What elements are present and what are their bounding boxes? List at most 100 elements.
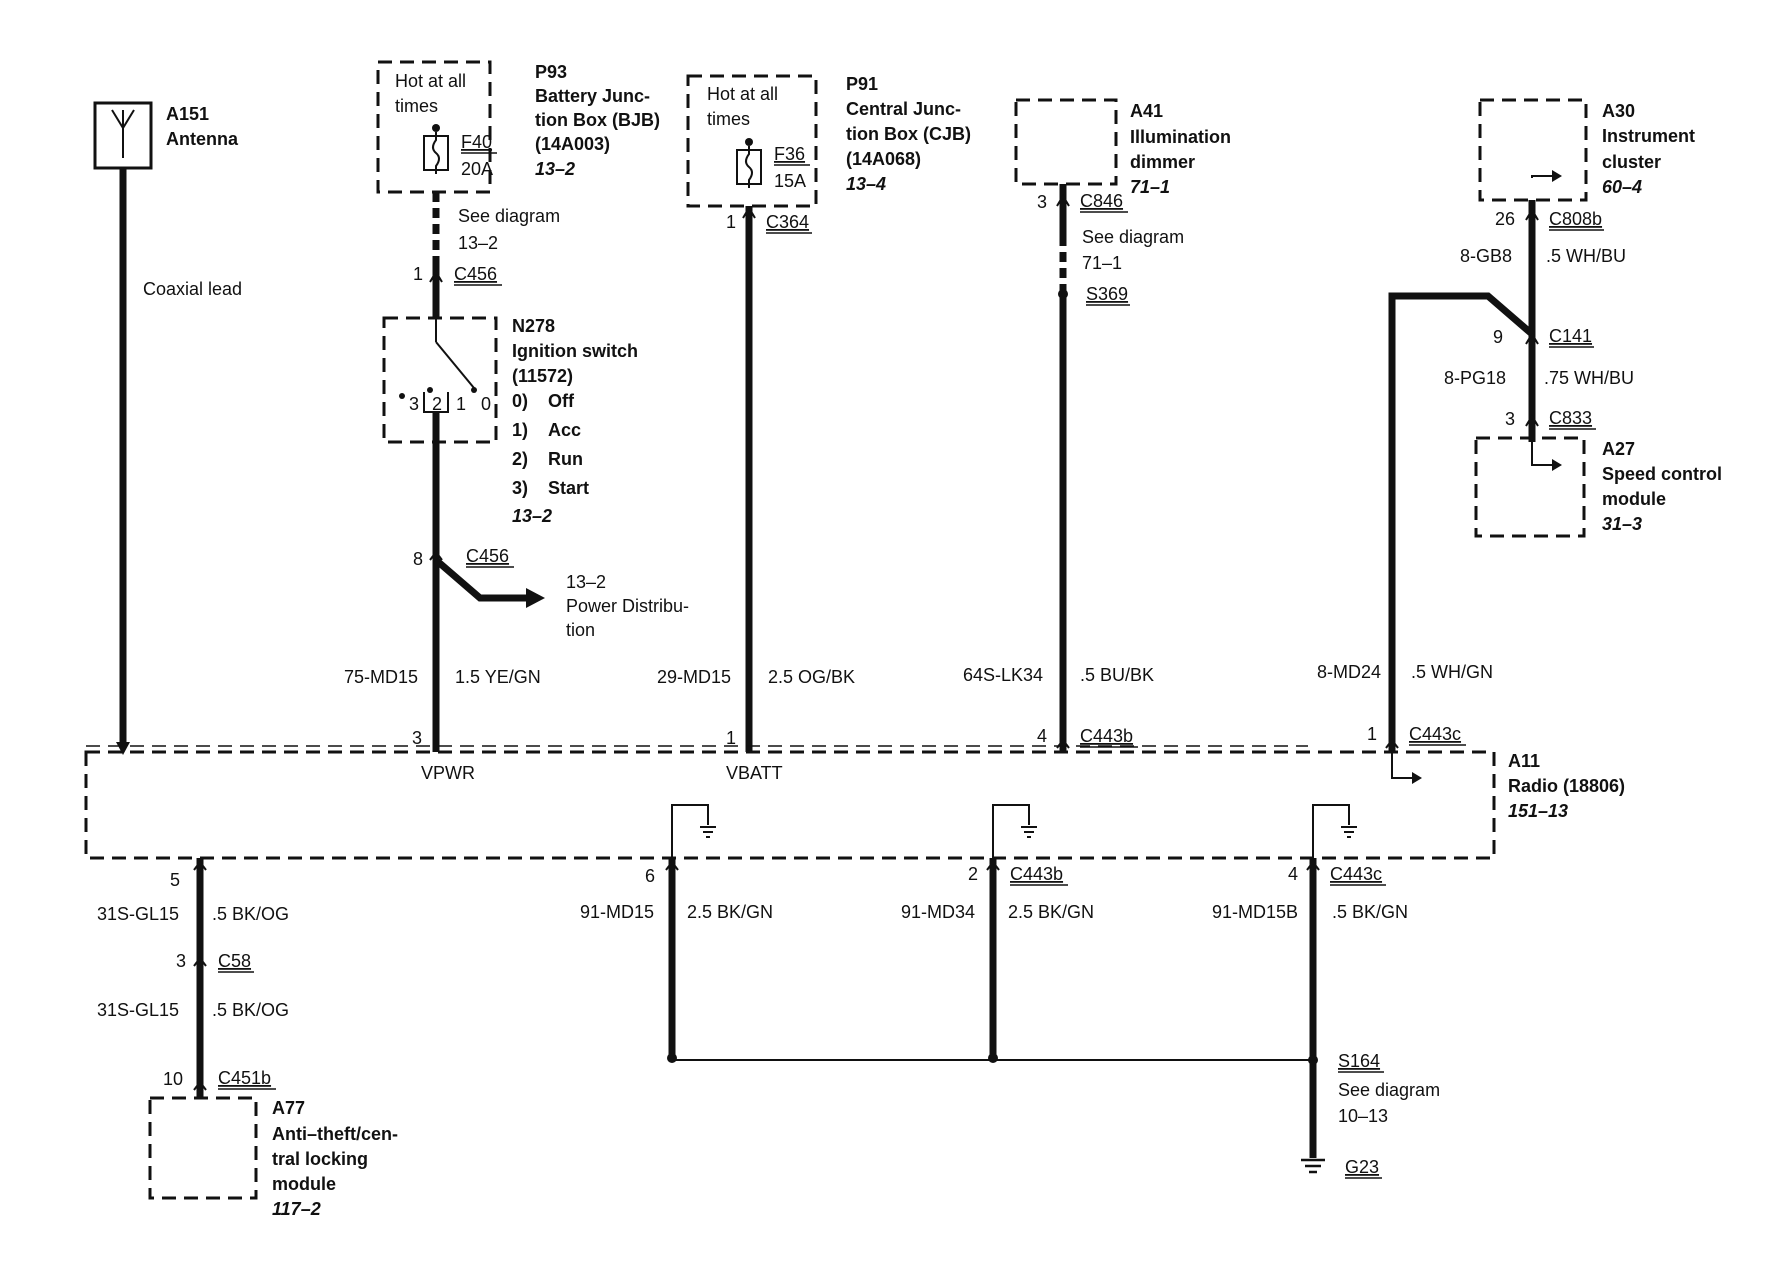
c808b-pin: 26 bbox=[1495, 209, 1515, 229]
a30-ref: 60–4 bbox=[1602, 177, 1642, 197]
c443b-pin-4: 4 bbox=[1037, 726, 1047, 746]
p91-part: (14A068) bbox=[846, 149, 921, 169]
p91-rating: 15A bbox=[774, 171, 806, 191]
a41-name-1: Illumination bbox=[1130, 127, 1231, 147]
c58-pin: 3 bbox=[176, 951, 186, 971]
a27-component: A27 Speed control module 31–3 bbox=[1474, 436, 1722, 538]
ign-pos-2: 2 bbox=[432, 394, 442, 414]
a30-circuit: 8-GB8 bbox=[1460, 246, 1512, 266]
p91-fuse: F36 bbox=[774, 144, 805, 164]
ign-pos-0: 0 bbox=[481, 394, 491, 414]
p91-component: Hot at all times F36 15A P91 Central Jun… bbox=[686, 74, 971, 208]
s164-splice: S164 bbox=[1338, 1051, 1380, 1071]
p93-rating: 20A bbox=[461, 159, 493, 179]
ignition-name: Ignition switch bbox=[512, 341, 638, 361]
c141-connector: C141 bbox=[1549, 326, 1592, 346]
c364-connector: C364 bbox=[766, 212, 809, 232]
s164-see-ref: 10–13 bbox=[1338, 1106, 1388, 1126]
vpwr-pin: 3 bbox=[412, 728, 422, 748]
w3-pin: 2 bbox=[968, 864, 978, 884]
c451b-pin: 10 bbox=[163, 1069, 183, 1089]
vbatt-color: 2.5 OG/BK bbox=[768, 667, 855, 687]
ignition-id: N278 bbox=[512, 316, 555, 336]
c443c-connector: C443c bbox=[1409, 724, 1461, 744]
dist-label: Power Distribu- bbox=[566, 596, 689, 616]
ign-acc-num: 1) bbox=[512, 420, 528, 440]
c846-connector: C846 bbox=[1080, 191, 1123, 211]
ign-off: Off bbox=[548, 391, 575, 411]
coaxial-lead-label: Coaxial lead bbox=[143, 279, 242, 299]
p93-fuse: F40 bbox=[461, 132, 492, 152]
a27-ref: 31–3 bbox=[1602, 514, 1642, 534]
p93-see-ref: 13–2 bbox=[458, 233, 498, 253]
w1-color-2: .5 BK/OG bbox=[212, 1000, 289, 1020]
c846-pin: 3 bbox=[1037, 192, 1047, 212]
p93-part: (14A003) bbox=[535, 134, 610, 154]
p91-name-1: Central Junc- bbox=[846, 99, 961, 119]
w1-color: .5 BK/OG bbox=[212, 904, 289, 924]
s164-see-diagram: See diagram bbox=[1338, 1080, 1440, 1100]
ignition-ref: 13–2 bbox=[512, 506, 552, 526]
w4-pin: 4 bbox=[1288, 864, 1298, 884]
vbatt-pin: 1 bbox=[726, 728, 736, 748]
s369-splice: S369 bbox=[1086, 284, 1128, 304]
ignition-part: (11572) bbox=[512, 366, 573, 386]
w4-circuit: 91-MD15B bbox=[1212, 902, 1298, 922]
p93-name-2: tion Box (BJB) bbox=[535, 110, 660, 130]
ign-off-num: 0) bbox=[512, 391, 528, 411]
a77-ref: 117–2 bbox=[272, 1199, 321, 1219]
radio-component: A11 Radio (18806) 151–13 bbox=[84, 745, 1625, 860]
w3-circuit: 91-MD34 bbox=[901, 902, 975, 922]
a41-circuit: 64S-LK34 bbox=[963, 665, 1043, 685]
p93-hot-label: Hot at all bbox=[395, 71, 466, 91]
ignition-switch-component: 3 2 1 0 N278 Ignition switch (11572) 0) … bbox=[382, 316, 638, 526]
a30-name-1: Instrument bbox=[1602, 126, 1695, 146]
c456-connector-8: C456 bbox=[466, 546, 509, 566]
p93-name-1: Battery Junc- bbox=[535, 86, 650, 106]
vpwr-color: 1.5 YE/GN bbox=[455, 667, 541, 687]
radio-color: .5 WH/GN bbox=[1411, 662, 1493, 682]
ign-run-num: 2) bbox=[512, 449, 528, 469]
a77-name-1: Anti–theft/cen- bbox=[272, 1124, 398, 1144]
c456-pin-8: 8 bbox=[413, 549, 423, 569]
s164-splice-icon bbox=[1308, 1055, 1318, 1065]
w1-pin: 5 bbox=[170, 870, 180, 890]
a30-circuit-2: 8-PG18 bbox=[1444, 368, 1506, 388]
w4-color: .5 BK/GN bbox=[1332, 902, 1408, 922]
a41-color: .5 BU/BK bbox=[1080, 665, 1154, 685]
radio-circuit: 8-MD24 bbox=[1317, 662, 1381, 682]
p93-hot-label-2: times bbox=[395, 96, 438, 116]
p93-see-diagram: See diagram bbox=[458, 206, 560, 226]
a41-see-diagram: See diagram bbox=[1082, 227, 1184, 247]
a41-id: A41 bbox=[1130, 101, 1163, 121]
p93-ref: 13–2 bbox=[535, 159, 575, 179]
a27-id: A27 bbox=[1602, 439, 1635, 459]
vbatt-circuit: 29-MD15 bbox=[657, 667, 731, 687]
a41-see-ref: 71–1 bbox=[1082, 253, 1122, 273]
c443c-pin-1: 1 bbox=[1367, 724, 1377, 744]
vpwr-label: VPWR bbox=[421, 763, 475, 783]
ign-run: Run bbox=[548, 449, 583, 469]
w2-pin: 6 bbox=[645, 866, 655, 886]
w3-color: 2.5 BK/GN bbox=[1008, 902, 1094, 922]
p91-ref: 13–4 bbox=[846, 174, 886, 194]
a41-component: A41 Illumination dimmer 71–1 bbox=[1014, 98, 1231, 197]
w1-circuit-2: 31S-GL15 bbox=[97, 1000, 179, 1020]
c451b-connector: C451b bbox=[218, 1068, 271, 1088]
dist-ref: 13–2 bbox=[566, 572, 606, 592]
w2-color: 2.5 BK/GN bbox=[687, 902, 773, 922]
antenna-name: Antenna bbox=[166, 129, 239, 149]
antenna-component: A151 Antenna Coaxial lead bbox=[93, 101, 242, 755]
a30-color-2: .75 WH/BU bbox=[1544, 368, 1634, 388]
p91-id: P91 bbox=[846, 74, 878, 94]
p93-id: P93 bbox=[535, 62, 567, 82]
a77-id: A77 bbox=[272, 1098, 305, 1118]
p91-hot-label-2: times bbox=[707, 109, 750, 129]
a30-color: .5 WH/BU bbox=[1546, 246, 1626, 266]
a27-name-1: Speed control bbox=[1602, 464, 1722, 484]
arrow-right-icon bbox=[526, 588, 545, 608]
c833-pin: 3 bbox=[1505, 409, 1515, 429]
p91-hot-label: Hot at all bbox=[707, 84, 778, 104]
a27-name-2: module bbox=[1602, 489, 1666, 509]
